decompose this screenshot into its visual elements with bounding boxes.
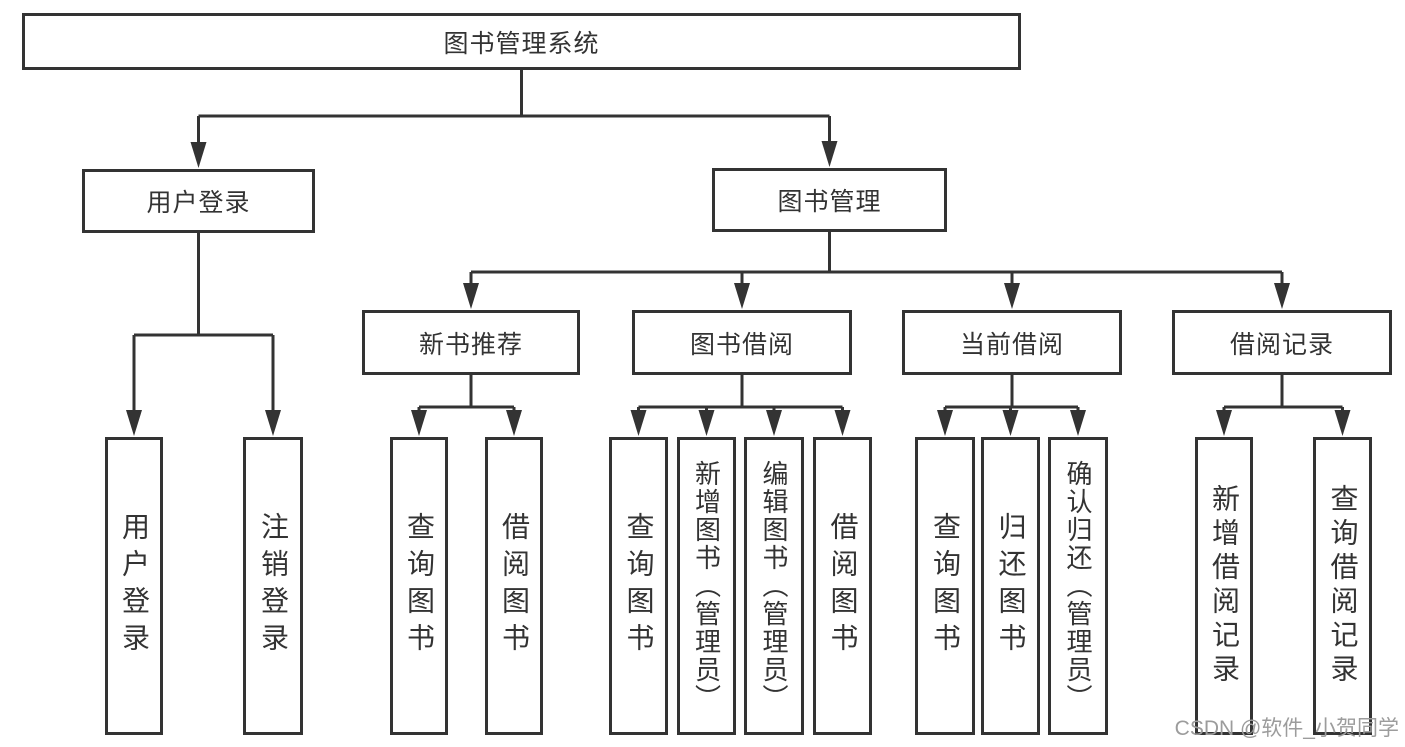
leaf-cur-confirm-return-admin-label: 确认归还（管理员） bbox=[1063, 460, 1093, 712]
edges-new-book-recommend-to-leaves bbox=[411, 375, 522, 436]
leaf-bw-query-books: 查询图书 bbox=[609, 437, 668, 735]
edges-user-login-to-leaves bbox=[126, 233, 281, 436]
leaf-cur-query-books-label: 查询图书 bbox=[930, 512, 961, 660]
node-current-borrow-label: 当前借阅 bbox=[959, 330, 1064, 359]
node-book-management: 图书管理 bbox=[712, 168, 947, 232]
leaf-bw-borrow-books-label: 借阅图书 bbox=[827, 512, 859, 660]
node-current-borrow: 当前借阅 bbox=[902, 310, 1122, 375]
node-borrow-records-label: 借阅记录 bbox=[1229, 330, 1334, 359]
node-user-login-label: 用户登录 bbox=[146, 189, 251, 217]
edges-book-management-to-level3 bbox=[463, 232, 1290, 309]
node-new-book-recommend-label: 新书推荐 bbox=[418, 330, 523, 359]
leaf-rec-add-record: 新增借阅记录 bbox=[1195, 437, 1253, 735]
node-borrow-records: 借阅记录 bbox=[1172, 310, 1392, 375]
leaf-cur-query-books: 查询图书 bbox=[915, 437, 975, 735]
leaf-user-login: 用户登录 bbox=[105, 437, 163, 735]
leaf-user-login-label: 用户登录 bbox=[119, 512, 150, 660]
leaf-bw-borrow-books: 借阅图书 bbox=[813, 437, 872, 735]
leaf-bw-edit-books-admin-label: 编辑图书（管理员） bbox=[759, 460, 789, 712]
node-book-system-label: 图书管理系统 bbox=[443, 29, 600, 58]
leaf-nb-borrow-books-label: 借阅图书 bbox=[499, 512, 530, 660]
edges-book-borrow-to-leaves bbox=[630, 375, 851, 436]
node-book-borrow: 图书借阅 bbox=[632, 310, 852, 375]
node-book-management-label: 图书管理 bbox=[777, 188, 882, 216]
leaf-cur-return-books: 归还图书 bbox=[981, 437, 1040, 735]
leaf-cur-return-books-label: 归还图书 bbox=[995, 512, 1027, 660]
leaf-bw-add-books-admin: 新增图书（管理员） bbox=[677, 437, 736, 735]
leaf-bw-edit-books-admin: 编辑图书（管理员） bbox=[744, 437, 804, 735]
node-book-borrow-label: 图书借阅 bbox=[689, 330, 794, 359]
leaf-nb-query-books: 查询图书 bbox=[390, 437, 448, 735]
leaf-bw-add-books-admin-label: 新增图书（管理员） bbox=[691, 460, 722, 712]
leaf-logout: 注销登录 bbox=[243, 437, 303, 735]
leaf-rec-query-record-label: 查询借阅记录 bbox=[1327, 484, 1359, 688]
edges-current-borrow-to-leaves bbox=[937, 375, 1086, 436]
leaf-nb-query-books-label: 查询图书 bbox=[404, 512, 435, 660]
node-new-book-recommend: 新书推荐 bbox=[362, 310, 580, 375]
leaf-bw-query-books-label: 查询图书 bbox=[623, 512, 655, 660]
leaf-rec-query-record: 查询借阅记录 bbox=[1313, 437, 1372, 735]
leaf-cur-confirm-return-admin: 确认归还（管理员） bbox=[1048, 437, 1108, 735]
node-user-login: 用户登录 bbox=[82, 169, 315, 233]
leaf-logout-label: 注销登录 bbox=[258, 512, 289, 660]
leaf-rec-add-record-label: 新增借阅记录 bbox=[1209, 484, 1240, 688]
edges-borrow-records-to-leaves bbox=[1216, 375, 1351, 436]
edges-root-to-level2 bbox=[190, 70, 838, 168]
csdn-watermark: CSDN @软件_小贺同学 bbox=[1174, 717, 1399, 740]
node-book-system: 图书管理系统 bbox=[22, 13, 1021, 70]
leaf-nb-borrow-books: 借阅图书 bbox=[485, 437, 543, 735]
